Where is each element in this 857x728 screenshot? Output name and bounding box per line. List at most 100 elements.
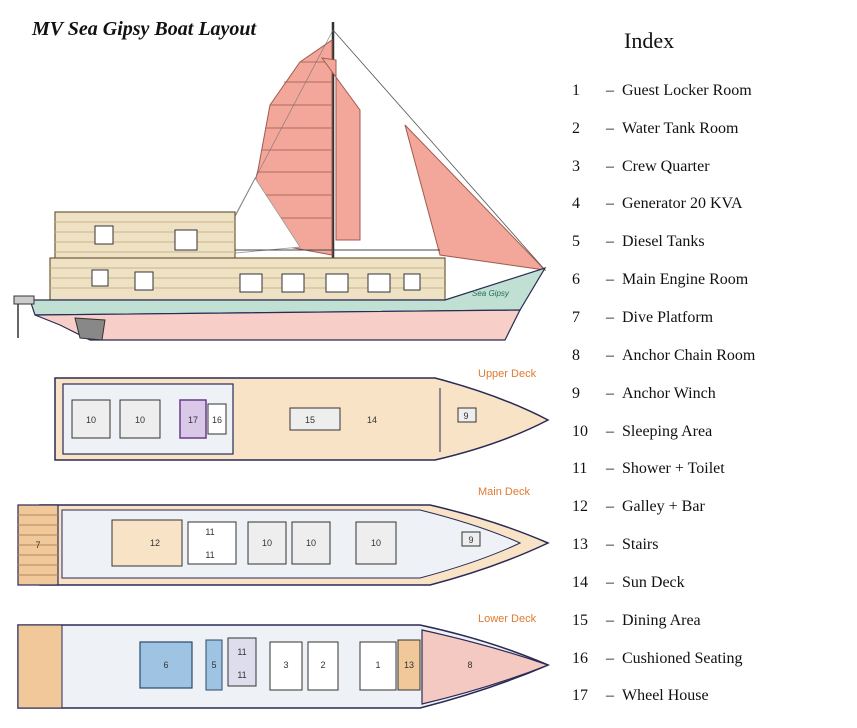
index-separator: –	[606, 384, 614, 402]
index-number: 10	[572, 422, 588, 440]
index-item: 7 – Dive Platform	[572, 299, 852, 337]
main-deck-plan: 7 12 11 11 10 10 10 9	[17, 504, 550, 586]
hull-pink	[34, 309, 521, 341]
index-number: 7	[572, 308, 580, 326]
index-separator: –	[606, 536, 614, 554]
room-label: 10	[306, 538, 316, 548]
index-item: 8 – Anchor Chain Room	[572, 337, 852, 375]
room-label: 1	[375, 660, 380, 670]
lower-deck-plan: 6 5 11 11 3 2 1 13 8	[17, 624, 550, 709]
index-item: 2 – Water Tank Room	[572, 110, 852, 148]
index-item: 16– Cushioned Seating	[572, 640, 852, 678]
lower-deck-label: Lower Deck	[478, 613, 537, 625]
room-label: 3	[283, 660, 288, 670]
room-label: 11	[205, 550, 214, 560]
wheel-house	[179, 399, 207, 439]
index-name: Guest Locker Room	[622, 81, 752, 99]
index-item: 17– Wheel House	[572, 678, 852, 716]
index-number: 16	[572, 649, 588, 667]
room-label: 13	[404, 660, 414, 670]
index-number: 13	[572, 536, 588, 554]
index-separator: –	[606, 346, 614, 364]
index-separator: –	[606, 81, 614, 99]
index-item: 13– Stairs	[572, 526, 852, 564]
room-label: 10	[86, 415, 96, 425]
index-number: 5	[572, 233, 580, 251]
index-number: 1	[572, 81, 580, 99]
index-item: 14– Sun Deck	[572, 564, 852, 602]
room-label: 11	[237, 647, 246, 657]
index-separator: –	[606, 649, 614, 667]
boat-layout-drawing: Sea Gipsy 10 10 17 16 15 14 9	[13, 22, 550, 709]
room-label: 2	[320, 660, 325, 670]
index-name: Crew Quarter	[622, 157, 710, 175]
room-label: 9	[463, 411, 468, 421]
index-separator: –	[606, 271, 614, 289]
main-cabin-10b	[291, 521, 331, 565]
galley-bar	[111, 519, 183, 567]
index-number: 4	[572, 195, 580, 213]
index-item: 1 – Guest Locker Room	[572, 72, 852, 110]
upper-cabin-10a	[71, 399, 111, 439]
index-number: 8	[572, 346, 580, 364]
dining-table	[289, 407, 341, 431]
room-label: 17	[188, 415, 198, 425]
index-name: Generator 20 KVA	[622, 195, 743, 213]
room-label: 11	[237, 670, 246, 680]
side-elevation: Sea Gipsy	[13, 22, 547, 341]
index-item: 12– Galley + Bar	[572, 488, 852, 526]
index-heading: Index	[624, 28, 675, 53]
index-item: 10– Sleeping Area	[572, 413, 852, 451]
water-tank-room	[307, 641, 339, 691]
hull-name: Sea Gipsy	[472, 289, 510, 298]
anchor-chain-room	[421, 629, 550, 705]
upper-cabin	[54, 211, 236, 261]
index-name: Cushioned Seating	[622, 649, 743, 667]
index-separator: –	[606, 119, 614, 137]
index-number: 3	[572, 157, 580, 175]
room-label: 8	[467, 660, 472, 670]
room-label: 15	[305, 415, 315, 425]
index-separator: –	[606, 460, 614, 478]
index-number: 12	[572, 498, 588, 516]
index-separator: –	[606, 498, 614, 516]
room-label: 7	[35, 540, 40, 550]
room-label: 14	[367, 415, 377, 425]
main-cabin-10a	[247, 521, 287, 565]
page-title: MV Sea Gipsy Boat Layout	[32, 18, 257, 40]
index-separator: –	[606, 611, 614, 629]
upper-deck-label: Upper Deck	[478, 368, 537, 380]
index-number: 9	[572, 384, 580, 402]
index-item: 11– Shower + Toilet	[572, 450, 852, 488]
room-label: 10	[262, 538, 272, 548]
index-number: 2	[572, 119, 580, 137]
index-name: Main Engine Room	[622, 271, 749, 289]
room-label: 11	[205, 527, 214, 537]
main-deck-label: Main Deck	[478, 486, 530, 498]
index-item: 5 – Diesel Tanks	[572, 223, 852, 261]
index-name: Sleeping Area	[622, 422, 713, 440]
aft-sail	[320, 57, 361, 241]
upper-cabin-10b	[119, 399, 161, 439]
index-list: 1 – Guest Locker Room 2 – Water Tank Roo…	[572, 72, 852, 715]
index-item: 15– Dining Area	[572, 602, 852, 640]
hull-green	[29, 266, 547, 316]
index-name: Wheel House	[622, 687, 709, 705]
index-name: Sun Deck	[622, 573, 685, 591]
index-item: 6 – Main Engine Room	[572, 261, 852, 299]
index-item: 3 – Crew Quarter	[572, 148, 852, 186]
room-label: 5	[211, 660, 216, 670]
index-number: 6	[572, 271, 580, 289]
index-separator: –	[606, 195, 614, 213]
index-name: Galley + Bar	[622, 498, 705, 516]
room-label: 16	[212, 415, 222, 425]
index-name: Shower + Toilet	[622, 460, 725, 478]
index-name: Anchor Chain Room	[622, 346, 756, 364]
crew-quarter	[269, 641, 303, 691]
index-name: Diesel Tanks	[622, 233, 705, 251]
index-separator: –	[606, 573, 614, 591]
guest-locker-room	[359, 641, 397, 691]
room-label: 9	[468, 535, 473, 545]
upper-deck-plan: 10 10 17 16 15 14 9	[54, 377, 550, 461]
index-number: 14	[572, 573, 588, 591]
